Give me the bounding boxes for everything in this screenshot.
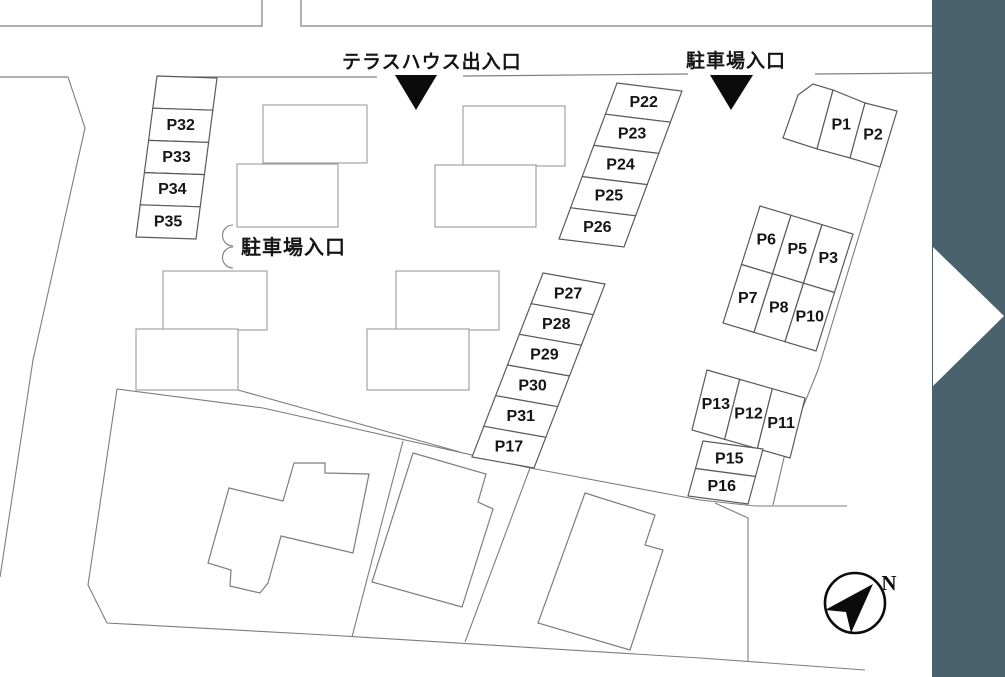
building xyxy=(462,105,566,167)
compass-north-label: N xyxy=(881,571,896,595)
parking-space-label: P2 xyxy=(863,126,883,143)
house xyxy=(371,452,494,608)
right-banner xyxy=(932,0,1005,677)
parking-space-label: P28 xyxy=(542,316,571,333)
parking-space-label: P13 xyxy=(702,396,731,413)
building xyxy=(236,163,339,228)
parking-space-label: P23 xyxy=(618,125,647,142)
parking-strips: P32P33P34P35P22P23P24P25P26P27P28P29P30P… xyxy=(135,75,898,505)
building xyxy=(434,164,537,228)
building xyxy=(162,270,268,331)
parking-space-label: P6 xyxy=(756,231,776,248)
building xyxy=(395,270,500,331)
site-boundary xyxy=(0,76,881,671)
parking-space-label: P7 xyxy=(738,290,758,307)
house xyxy=(207,462,370,594)
parking-space-label: P8 xyxy=(769,299,789,316)
parking-space-label: P3 xyxy=(818,250,838,267)
parking-space-label: P24 xyxy=(606,157,635,174)
parking-space-label: P35 xyxy=(154,213,183,230)
building xyxy=(262,104,368,164)
parking-space xyxy=(687,467,757,505)
parking-space-label: P30 xyxy=(518,377,547,394)
parking-space-label: P15 xyxy=(715,450,744,467)
parking-entrance-triangle-icon xyxy=(710,75,753,110)
buildings xyxy=(135,104,664,651)
right-banner-chevron-icon xyxy=(933,247,1004,386)
parking-space-label: P26 xyxy=(583,219,612,236)
parking-space xyxy=(558,207,637,248)
parking-space-label: P11 xyxy=(767,415,795,432)
terrace-entrance-label: テラスハウス出入口 xyxy=(342,52,522,73)
parking-space-label: P1 xyxy=(831,117,851,134)
parking-space xyxy=(756,387,806,459)
parking-space-label: P10 xyxy=(796,309,825,326)
parking-space-label: P16 xyxy=(708,478,737,495)
parking-space-label: P12 xyxy=(734,406,763,423)
parking-entrance-top-label: 駐車場入口 xyxy=(686,51,787,72)
building xyxy=(135,328,239,391)
parking-space-label: P32 xyxy=(166,117,195,134)
parking-space-label: P17 xyxy=(495,439,524,456)
parking-space-label: P31 xyxy=(507,408,536,425)
parking-space-label: P27 xyxy=(554,285,583,302)
north-compass: N xyxy=(823,571,897,635)
compass-needle-icon xyxy=(825,584,873,633)
parking-space-label: P25 xyxy=(595,188,624,205)
parking-space xyxy=(135,204,201,240)
parking-space-label: P33 xyxy=(162,149,191,166)
terrace-entrance-triangle-icon xyxy=(395,75,437,110)
parking-space xyxy=(784,282,836,352)
parking-space xyxy=(471,425,547,469)
parking-space-label: P29 xyxy=(530,347,559,364)
parking-entrance-side-label: 駐車場入口 xyxy=(241,237,346,259)
parking-space-label: P34 xyxy=(158,181,187,198)
house xyxy=(537,492,664,651)
parking-space xyxy=(849,102,898,168)
parking-space-label: P5 xyxy=(787,241,807,258)
building xyxy=(366,328,470,391)
gate-arc xyxy=(222,246,234,269)
parking-space-label: P22 xyxy=(629,94,658,111)
parking-space xyxy=(152,75,218,111)
gate-arc xyxy=(222,224,234,247)
